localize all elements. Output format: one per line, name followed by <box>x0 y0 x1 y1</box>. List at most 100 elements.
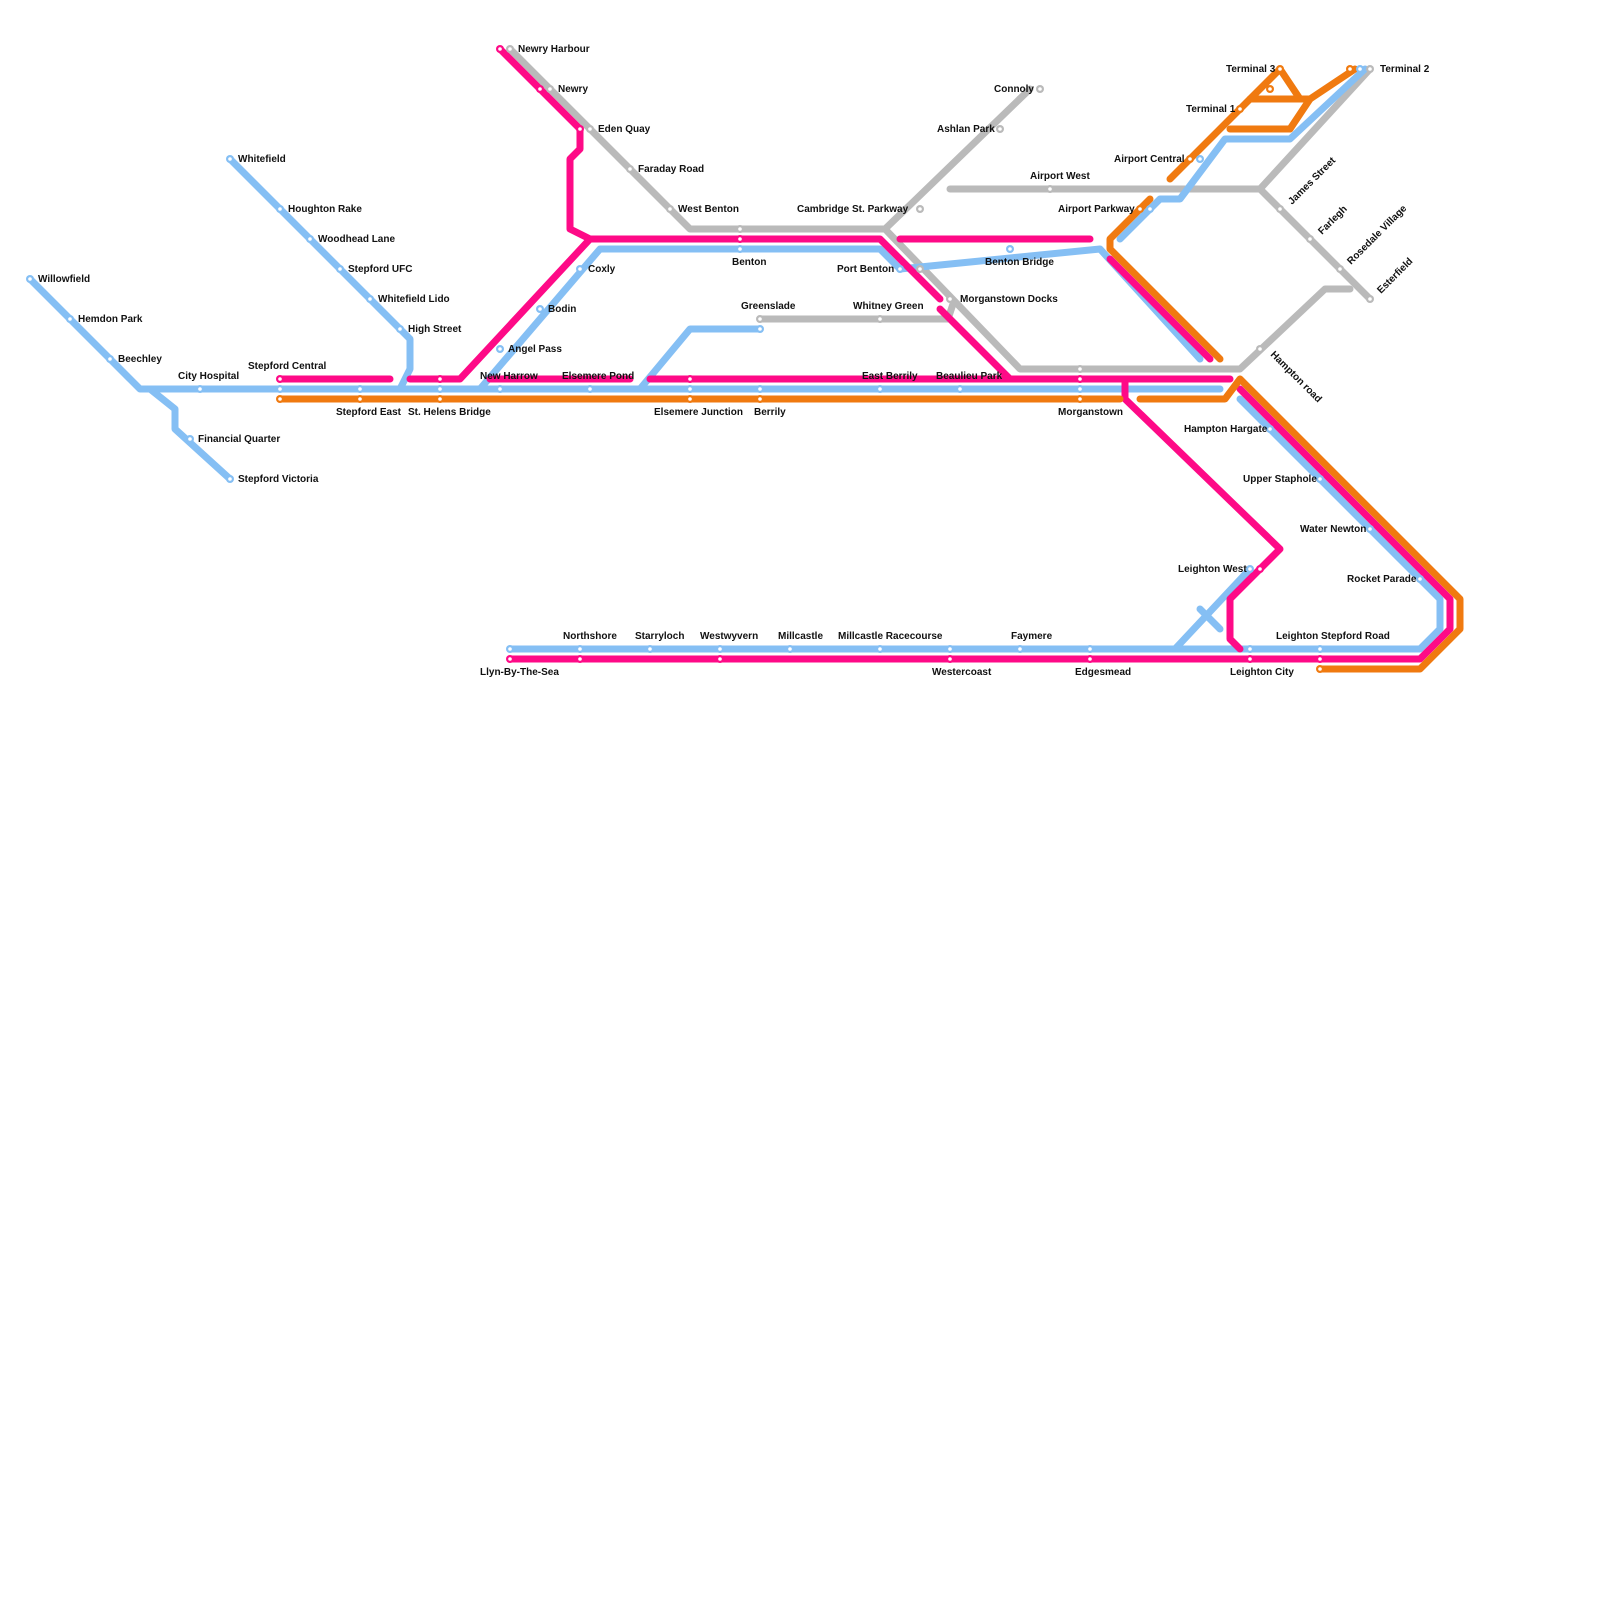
station-marker-dot <box>228 477 232 481</box>
station-marker-dot <box>1258 347 1262 351</box>
station-marker-dot <box>358 397 362 401</box>
station-label-benton[interactable]: Benton <box>732 257 766 268</box>
station-label-leighton-west[interactable]: Leighton West <box>1178 564 1247 575</box>
station-label-hampton-hargate[interactable]: Hampton Hargate <box>1184 424 1268 435</box>
station-label-millcastle[interactable]: Millcastle <box>778 631 823 642</box>
station-marker-dot <box>1338 267 1342 271</box>
station-marker-dot <box>1358 67 1362 71</box>
station-label-beechley[interactable]: Beechley <box>118 354 162 365</box>
station-label-esterfield[interactable]: Esterfield <box>1375 256 1415 296</box>
station-label-financial-quarter[interactable]: Financial Quarter <box>198 434 280 445</box>
station-marker-dot <box>1088 657 1092 661</box>
station-marker-dot <box>1078 387 1082 391</box>
station-label-starryloch[interactable]: Starryloch <box>635 631 684 642</box>
station-label-high-street[interactable]: High Street <box>408 324 462 335</box>
station-label-stepford-east[interactable]: Stepford East <box>336 407 402 418</box>
station-marker-dot <box>1268 427 1272 431</box>
station-label-houghton-rake[interactable]: Houghton Rake <box>288 204 362 215</box>
station-label-woodhead-lane[interactable]: Woodhead Lane <box>318 234 395 245</box>
station-label-berrily[interactable]: Berrily <box>754 407 786 418</box>
station-label-eden-quay[interactable]: Eden Quay <box>598 124 651 135</box>
station-label-upper-staphole[interactable]: Upper Staphole <box>1243 474 1317 485</box>
station-label-newry[interactable]: Newry <box>558 84 588 95</box>
station-label-elsemere-pond[interactable]: Elsemere Pond <box>562 371 634 382</box>
station-marker-dot <box>498 387 502 391</box>
station-label-angel-pass[interactable]: Angel Pass <box>508 344 562 355</box>
station-label-westwyvern[interactable]: Westwyvern <box>700 631 758 642</box>
station-marker-dot <box>758 387 762 391</box>
station-label-whitney-green[interactable]: Whitney Green <box>853 301 924 312</box>
station-marker-dot <box>998 127 1002 131</box>
station-label-bodin[interactable]: Bodin <box>548 304 576 315</box>
orange-line-airport-parkway-segment <box>1106 195 1224 363</box>
station-marker-dot <box>1318 477 1322 481</box>
station-label-port-benton[interactable]: Port Benton <box>837 264 894 275</box>
station-marker-dot <box>788 647 792 651</box>
station-label-cambridge-st-parkway[interactable]: Cambridge St. Parkway <box>797 204 909 215</box>
station-marker-dot <box>1368 67 1372 71</box>
station-label-terminal-2[interactable]: Terminal 2 <box>1380 64 1430 75</box>
station-label-beaulieu-park[interactable]: Beaulieu Park <box>936 371 1003 382</box>
station-label-northshore[interactable]: Northshore <box>563 631 617 642</box>
station-marker-dot <box>1048 187 1052 191</box>
station-label-east-berrily[interactable]: East Berrily <box>862 371 918 382</box>
station-label-westercoast[interactable]: Westercoast <box>932 667 992 678</box>
station-label-faymere[interactable]: Faymere <box>1011 631 1053 642</box>
station-label-stepford-ufc[interactable]: Stepford UFC <box>348 264 412 275</box>
station-label-leighton-stepford-road[interactable]: Leighton Stepford Road <box>1276 631 1390 642</box>
station-marker-dot <box>918 207 922 211</box>
blue-line-leighton-west-branch <box>1171 565 1254 653</box>
blue-line-whitefield-branch <box>226 155 414 393</box>
station-marker-dot <box>1198 157 1202 161</box>
station-label-rocket-parade[interactable]: Rocket Parade <box>1347 574 1417 585</box>
station-label-hampton-road[interactable]: Hampton road <box>1268 349 1324 405</box>
station-label-llyn-by-the-sea[interactable]: Llyn-By-The-Sea <box>480 667 559 678</box>
station-label-terminal-1[interactable]: Terminal 1 <box>1186 104 1236 115</box>
station-label-morganstown-docks[interactable]: Morganstown Docks <box>960 294 1058 305</box>
station-label-airport-central[interactable]: Airport Central <box>1114 154 1185 165</box>
station-label-ashlan-park[interactable]: Ashlan Park <box>937 124 995 135</box>
station-marker-dot <box>898 267 902 271</box>
station-label-rosedale-village[interactable]: Rosedale Village <box>1345 203 1409 267</box>
station-label-newry-harbour[interactable]: Newry Harbour <box>518 44 590 55</box>
station-label-stepford-victoria[interactable]: Stepford Victoria <box>238 474 319 485</box>
station-marker-dot <box>758 317 762 321</box>
station-label-millcastle-racecourse[interactable]: Millcastle Racecourse <box>838 631 943 642</box>
station-label-whitefield-lido[interactable]: Whitefield Lido <box>378 294 450 305</box>
station-label-terminal-3[interactable]: Terminal 3 <box>1226 64 1276 75</box>
station-label-airport-parkway[interactable]: Airport Parkway <box>1058 204 1135 215</box>
station-label-city-hospital[interactable]: City Hospital <box>178 371 239 382</box>
station-marker-dot <box>578 647 582 651</box>
station-marker-dot <box>1078 377 1082 381</box>
station-label-morganstown[interactable]: Morganstown <box>1058 407 1123 418</box>
station-label-west-benton[interactable]: West Benton <box>678 204 739 215</box>
station-label-coxly[interactable]: Coxly <box>588 264 616 275</box>
pink-line-south-trunk <box>506 385 1454 663</box>
station-label-faraday-road[interactable]: Faraday Road <box>638 164 704 175</box>
station-label-benton-bridge[interactable]: Benton Bridge <box>985 257 1054 268</box>
station-label-whitefield[interactable]: Whitefield <box>238 154 286 165</box>
station-marker-dot <box>878 387 882 391</box>
station-label-hemdon-park[interactable]: Hemdon Park <box>78 314 143 325</box>
station-label-water-newton[interactable]: Water Newton <box>1300 524 1366 535</box>
station-label-new-harrow[interactable]: New Harrow <box>480 371 538 382</box>
orange-line-terminal-loop <box>1226 65 1359 133</box>
station-label-connoly[interactable]: Connoly <box>994 84 1034 95</box>
station-label-willowfield[interactable]: Willowfield <box>38 274 90 285</box>
station-label-airport-west[interactable]: Airport West <box>1030 171 1090 182</box>
station-label-edgesmead[interactable]: Edgesmead <box>1075 667 1131 678</box>
grey-line-esterfield-branch <box>1256 185 1374 303</box>
station-label-elsemere-junction[interactable]: Elsemere Junction <box>654 407 743 418</box>
station-label-farlegh[interactable]: Farlegh <box>1316 204 1349 237</box>
station-marker-dot <box>368 297 372 301</box>
station-label-james-street[interactable]: James Street <box>1286 155 1338 207</box>
station-label-st-helens-bridge[interactable]: St. Helens Bridge <box>408 407 491 418</box>
station-label-greenslade[interactable]: Greenslade <box>741 301 796 312</box>
station-label-leighton-city[interactable]: Leighton City <box>1230 667 1294 678</box>
station-labels: Newry Harbour Newry Eden Quay Faraday Ro… <box>38 44 1430 678</box>
station-marker-dot <box>738 227 742 231</box>
station-marker-dot <box>588 127 592 131</box>
station-label-stepford-central[interactable]: Stepford Central <box>248 361 327 372</box>
station-marker-dot <box>188 437 192 441</box>
station-markers <box>26 45 1424 673</box>
